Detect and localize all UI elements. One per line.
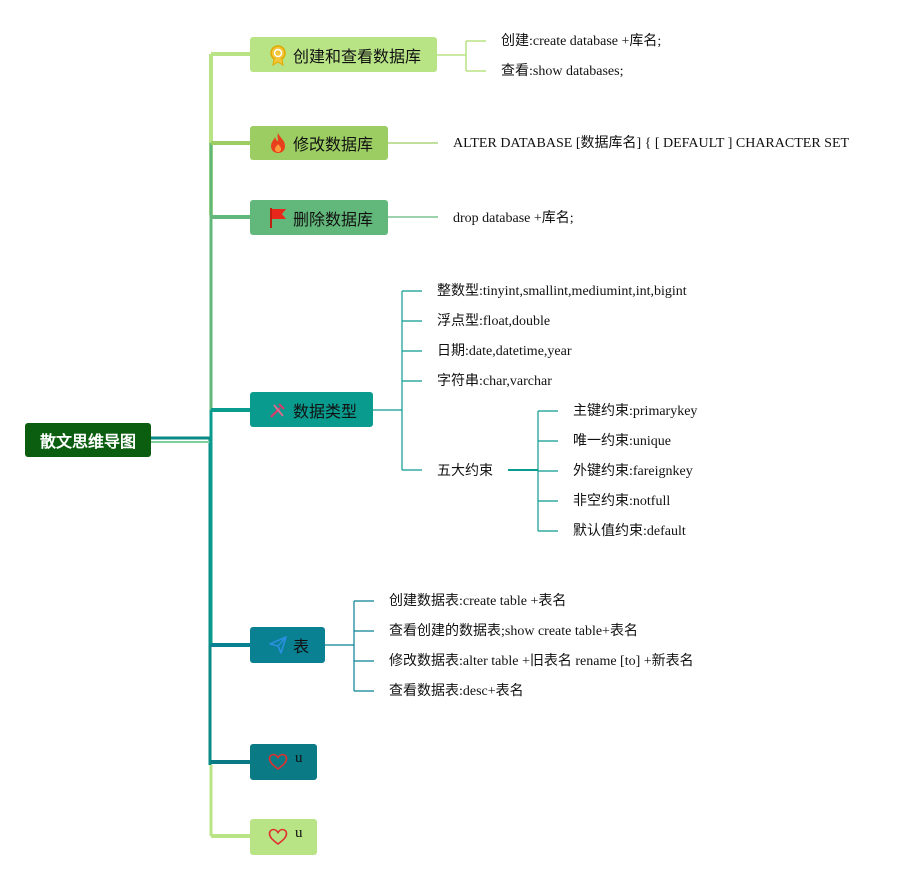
constraint-5: 默认值约束:default (573, 524, 686, 539)
heart-icon (266, 750, 290, 774)
constraint-2: 唯一约束:unique (573, 434, 671, 449)
alter-db-child-1: ALTER DATABASE [数据库名] { [ DEFAULT ] CHAR… (453, 136, 850, 151)
table-child-2: 查看创建的数据表;show create table+表名 (389, 624, 638, 639)
create-db-child-1: 创建:create database +库名; (501, 34, 662, 49)
root-node[interactable]: 散文思维导图 (25, 423, 151, 457)
branch-alter-db[interactable]: 修改数据库 (250, 126, 388, 160)
flame-icon (266, 131, 290, 155)
drop-db-child-1: drop database +库名; (453, 211, 574, 226)
branch-u-1[interactable]: u (250, 744, 317, 780)
data-types-child-4: 字符串:char,varchar (437, 374, 552, 389)
branch-drop-db[interactable]: 删除数据库 (250, 200, 388, 235)
branch-u-1-label: u (295, 749, 303, 766)
flag-icon (266, 206, 290, 230)
branch-u-2-label: u (295, 824, 303, 841)
heart-icon (266, 825, 290, 849)
root-label: 散文思维导图 (39, 432, 136, 451)
branch-u-2[interactable]: u (250, 819, 317, 855)
constraint-3: 外键约束:fareignkey (573, 464, 693, 479)
constraint-1: 主键约束:primarykey (573, 404, 698, 419)
branch-table[interactable]: 表 (250, 627, 325, 663)
branch-data-types[interactable]: 数据类型 (250, 392, 373, 427)
branch-drop-db-label: 删除数据库 (293, 209, 374, 229)
tools-icon (266, 398, 290, 422)
table-child-4: 查看数据表:desc+表名 (389, 684, 524, 699)
create-db-child-2: 查看:show databases; (501, 64, 624, 79)
table-child-3: 修改数据表:alter table +旧表名 rename [to] +新表名 (389, 654, 694, 669)
badge-icon (266, 43, 290, 67)
branch-create-db-label: 创建和查看数据库 (293, 46, 422, 66)
branch-table-label: 表 (293, 637, 310, 656)
constraint-4: 非空约束:notfull (573, 494, 671, 509)
data-types-child-1: 整数型:tinyint,smallint,mediumint,int,bigin… (437, 284, 687, 299)
branch-create-db[interactable]: 创建和查看数据库 (250, 37, 437, 72)
data-types-child-2: 浮点型:float,double (437, 314, 551, 329)
branch-data-types-label: 数据类型 (293, 401, 358, 421)
data-types-child-5: 五大约束 (437, 463, 493, 479)
table-child-1: 创建数据表:create table +表名 (389, 594, 567, 609)
data-types-child-3: 日期:date,datetime,year (437, 344, 572, 359)
branch-alter-db-label: 修改数据库 (293, 135, 374, 154)
paper-plane-icon (266, 633, 290, 657)
